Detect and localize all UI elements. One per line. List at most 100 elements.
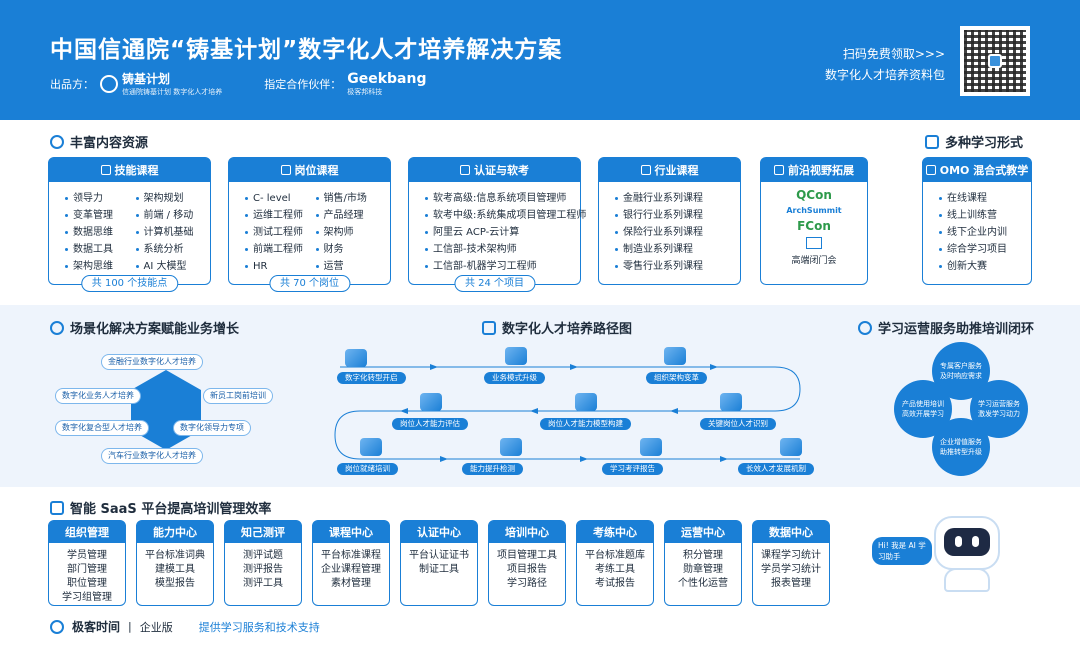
path-node[interactable]: 关键岗位人才识别 xyxy=(700,418,776,430)
scenario-tag: 数字化复合型人才培养 xyxy=(55,420,149,436)
list-item: 运维工程师 xyxy=(245,207,310,224)
count-pill: 共 24 个项目 xyxy=(453,275,536,292)
card-list: 平台标准课程 企业课程管理 素材管理 xyxy=(313,543,389,591)
image-icon xyxy=(774,165,784,175)
list-item: 课程学习统计 xyxy=(761,550,821,561)
content-section-title: 丰富内容资源 xyxy=(50,132,148,151)
list-item: 前端 / 移动 xyxy=(135,207,201,224)
scenario-tag: 汽车行业数字化人才培养 xyxy=(101,448,203,464)
list-item: 创新大赛 xyxy=(939,258,1021,275)
list-item: 考练工具 xyxy=(595,564,635,575)
list-item: 变革管理 xyxy=(65,207,130,224)
card-title: 认证与软考 xyxy=(474,164,529,177)
saas-card-course[interactable]: 课程中心 平台标准课程 企业课程管理 素材管理 xyxy=(312,520,390,606)
path-node-icon xyxy=(345,349,367,367)
monitor-icon xyxy=(925,134,939,149)
assistant-bubble[interactable]: Hi! 我是 AI 学习助手 xyxy=(872,537,932,565)
card-title: 行业课程 xyxy=(654,164,699,177)
card-list: 领导力 架构规划 变革管理 前端 / 移动 数据思维 计算机基础 数据工具 系统… xyxy=(49,182,210,275)
path-section-title: 数字化人才培养路径图 xyxy=(482,318,632,337)
qr-caption: 扫码免费领取>>> 数字化人才培养资料包 xyxy=(825,44,945,86)
scenario-tag: 数字化领导力专项 xyxy=(173,420,251,436)
list-item: 学习路径 xyxy=(507,578,547,589)
list-item: 数据思维 xyxy=(65,224,130,241)
list-item: 报表管理 xyxy=(771,578,811,589)
card-title: 前沿视野拓展 xyxy=(788,164,854,177)
path-node[interactable]: 长效人才发展机制 xyxy=(738,463,814,475)
path-node[interactable]: 能力提升检测 xyxy=(462,463,523,475)
card-omo[interactable]: OMO 混合式教学 在线课程 线上训练营 线下企业内训 综合学习项目 创新大赛 xyxy=(922,157,1032,285)
list-item: HR xyxy=(245,258,310,275)
list-item: 制造业系列课程 xyxy=(615,241,730,258)
list-item: 计算机基础 xyxy=(135,224,201,241)
list-item: 软考中级:系统集成项目管理工程师 xyxy=(425,207,586,224)
card-list: 积分管理 勋章管理 个性化运营 xyxy=(665,543,741,591)
path-node-icon xyxy=(640,438,662,456)
saas-card-assessment[interactable]: 知己测评 测评试题 测评报告 测评工具 xyxy=(224,520,302,606)
list-item: 保险行业系列课程 xyxy=(615,224,730,241)
list-item: 测试工程师 xyxy=(245,224,310,241)
card-title: 认证中心 xyxy=(401,521,477,543)
list-item: C- level xyxy=(245,190,310,207)
ops-petal: 产品使用培训 高效开展学习 xyxy=(894,380,952,438)
footer-tagline: 提供学习服务和技术支持 xyxy=(198,620,320,634)
saas-card-data[interactable]: 数据中心 课程学习统计 学员学习统计 报表管理 xyxy=(752,520,830,606)
list-item: 学习组管理 xyxy=(62,592,112,603)
card-list: 平台标准词典 建模工具 模型报告 xyxy=(137,543,213,591)
saas-section-title: 智能 SaaS 平台提高培训管理效率 xyxy=(50,498,271,517)
path-node[interactable]: 岗位就绪培训 xyxy=(337,463,398,475)
card-frontier-vision[interactable]: 前沿视野拓展 QCon ArchSummit FCon 高端闭门会 xyxy=(760,157,868,285)
scenario-section-title: 场景化解决方案赋能业务增长 xyxy=(50,318,239,337)
qr-line-2: 数字化人才培养资料包 xyxy=(824,68,945,82)
producer-label: 出品方： xyxy=(50,77,94,91)
list-item: 银行行业系列课程 xyxy=(615,207,730,224)
card-list: C- level 销售/市场 运维工程师 产品经理 测试工程师 架构师 前端工程… xyxy=(229,182,390,275)
list-item: 素材管理 xyxy=(331,578,371,589)
archsummit-logo: ArchSummit xyxy=(786,206,842,215)
path-node[interactable]: 数字化转型开启 xyxy=(337,372,406,384)
saas-card-certification[interactable]: 认证中心 平台认证证书 制证工具 xyxy=(400,520,478,606)
qcon-logo: QCon xyxy=(796,188,832,202)
saas-card-ability[interactable]: 能力中心 平台标准词典 建模工具 模型报告 xyxy=(136,520,214,606)
qr-code[interactable] xyxy=(960,26,1030,96)
list-item: 企业课程管理 xyxy=(321,564,381,575)
list-item: AI 大模型 xyxy=(135,258,201,275)
path-node-icon xyxy=(575,393,597,411)
fcon-logo: FCon xyxy=(797,219,831,233)
list-item: 个性化运营 xyxy=(678,578,728,589)
card-title: 考练中心 xyxy=(577,521,653,543)
list-item: 平台标准课程 xyxy=(321,550,381,561)
card-list: 在线课程 线上训练营 线下企业内训 综合学习项目 创新大赛 xyxy=(923,182,1031,275)
path-node[interactable]: 岗位人才能力评估 xyxy=(392,418,468,430)
card-list: 学员管理 部门管理 职位管理 学习组管理 xyxy=(49,543,125,605)
list-item: 项目报告 xyxy=(507,564,547,575)
card-skill-courses[interactable]: 技能课程 领导力 架构规划 变革管理 前端 / 移动 数据思维 计算机基础 数据… xyxy=(48,157,211,292)
stack-icon xyxy=(482,320,496,335)
scenario-tag: 新员工岗前培训 xyxy=(203,388,273,404)
list-item: 平台认证证书 xyxy=(409,550,469,561)
list-item: 零售行业系列课程 xyxy=(615,258,730,275)
card-certification[interactable]: 认证与软考 软考高级:信息系统项目管理师 软考中级:系统集成项目管理工程师 阿里… xyxy=(408,157,586,292)
footer-brand: 极客时间 xyxy=(72,620,121,634)
card-industry-courses[interactable]: 行业课程 金融行业系列课程 银行行业系列课程 保险行业系列课程 制造业系列课程 … xyxy=(598,157,741,285)
list-item: 模型报告 xyxy=(155,578,195,589)
producer-row: 出品方： 铸基计划 信通院铸基计划 数字化人才培养 指定合作伙伴： Geekba… xyxy=(50,70,426,97)
partner-name: Geekbang xyxy=(347,70,427,87)
robot-assistant-icon[interactable] xyxy=(922,512,1012,592)
path-node[interactable]: 业务模式升级 xyxy=(484,372,545,384)
header-banner: 中国信通院“铸基计划”数字化人才培养解决方案 出品方： 铸基计划 信通院铸基计划… xyxy=(0,0,1080,120)
list-item: 平台标准题库 xyxy=(585,550,645,561)
card-job-courses[interactable]: 岗位课程 C- level 销售/市场 运维工程师 产品经理 测试工程师 架构师… xyxy=(228,157,391,292)
saas-card-org[interactable]: 组织管理 学员管理 部门管理 职位管理 学习组管理 xyxy=(48,520,126,606)
saas-card-exam[interactable]: 考练中心 平台标准题库 考练工具 考试报告 xyxy=(576,520,654,606)
path-node[interactable]: 岗位人才能力模型构建 xyxy=(540,418,631,430)
saas-card-operation[interactable]: 运营中心 积分管理 勋章管理 个性化运营 xyxy=(664,520,742,606)
card-list: 测评试题 测评报告 测评工具 xyxy=(225,543,301,591)
path-node[interactable]: 学习考评报告 xyxy=(602,463,663,475)
card-title: 知己测评 xyxy=(225,521,301,543)
saas-card-training[interactable]: 培训中心 项目管理工具 项目报告 学习路径 xyxy=(488,520,566,606)
list-item: 平台标准词典 xyxy=(145,550,205,561)
list-item: 销售/市场 xyxy=(315,190,381,207)
path-node[interactable]: 组织架构变革 xyxy=(646,372,707,384)
path-node-icon xyxy=(360,438,382,456)
